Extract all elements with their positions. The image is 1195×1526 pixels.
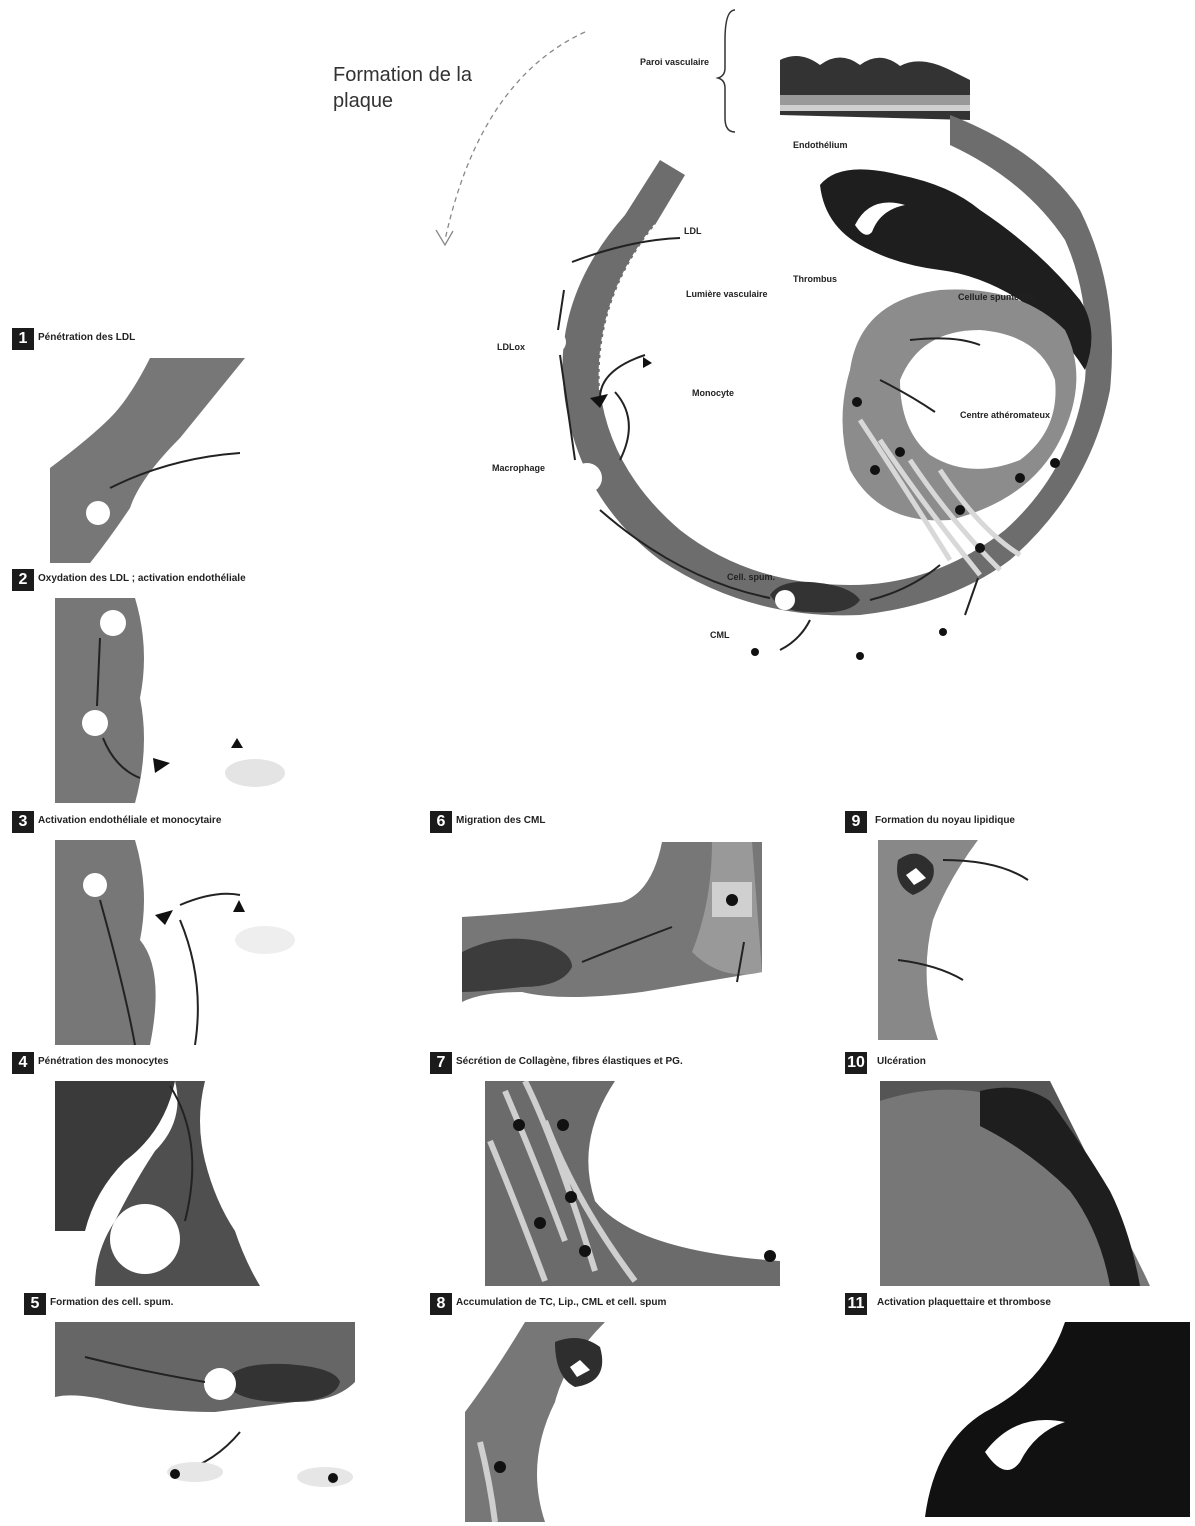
panel-5-image [55, 1322, 365, 1497]
label-ldl: LDL [684, 226, 702, 236]
label-macrophage: Macrophage [492, 463, 545, 473]
main-diagram [480, 0, 1180, 690]
panel-1-image [50, 358, 250, 563]
label-cellule-spumeuse: Cellule spumeuse [958, 292, 1035, 302]
step-3-number: 3 [12, 811, 34, 833]
label-centre: Centre athéromateux [960, 410, 1050, 420]
label-thrombus: Thrombus [793, 274, 837, 284]
label-lumiere: Lumière vasculaire [686, 289, 768, 299]
step-1-number: 1 [12, 328, 34, 350]
step-6-number: 6 [430, 811, 452, 833]
step-4-number: 4 [12, 1052, 34, 1074]
panel-7-image [485, 1081, 780, 1286]
step-9-caption: Formation du noyau lipidique [875, 815, 1015, 826]
panel-3-image [55, 840, 315, 1045]
label-paroi: Paroi vasculaire [640, 57, 709, 67]
label-ldlox: LDLox [497, 342, 525, 352]
step-10-number: 10 [845, 1052, 867, 1074]
step-7-number: 7 [430, 1052, 452, 1074]
step-9-number: 9 [845, 811, 867, 833]
label-cell-spum: Cell. spum. [727, 572, 775, 582]
step-7-caption: Sécrétion de Collagène, fibres élastique… [456, 1056, 683, 1067]
panel-2-image [55, 598, 315, 803]
step-4-caption: Pénétration des monocytes [38, 1056, 169, 1067]
step-11-caption: Activation plaquettaire et thrombose [877, 1297, 1051, 1308]
panel-9-image [878, 840, 1183, 1040]
panel-10-image [880, 1081, 1190, 1286]
step-2-number: 2 [12, 569, 34, 591]
step-11-number: 11 [845, 1293, 867, 1315]
panel-8-image [465, 1322, 755, 1522]
step-2-caption: Oxydation des LDL ; activation endothéli… [38, 573, 246, 584]
step-3-caption: Activation endothéliale et monocytaire [38, 815, 221, 826]
step-8-number: 8 [430, 1293, 452, 1315]
panel-6-image [462, 842, 777, 1042]
step-1-caption: Pénétration des LDL [38, 332, 135, 343]
step-10-caption: Ulcération [877, 1056, 926, 1067]
step-8-caption: Accumulation de TC, Lip., CML et cell. s… [456, 1297, 666, 1308]
step-6-caption: Migration des CML [456, 815, 545, 826]
label-endothelium: Endothélium [793, 140, 848, 150]
step-5-caption: Formation des cell. spum. [50, 1297, 173, 1308]
step-5-number: 5 [24, 1293, 46, 1315]
panel-4-image [55, 1081, 270, 1286]
label-monocyte: Monocyte [692, 388, 734, 398]
label-cml: CML [710, 630, 730, 640]
panel-11-image [925, 1322, 1190, 1517]
